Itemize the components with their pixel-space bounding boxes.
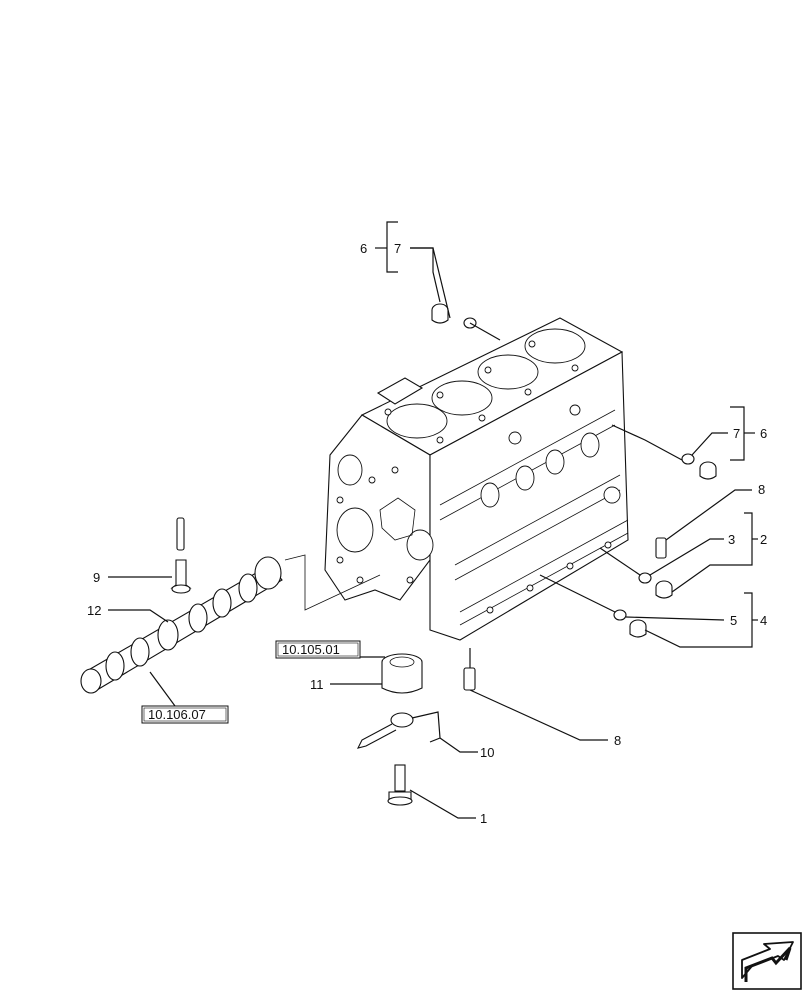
callout-3: 3 [728,532,735,547]
callout-6-right: 6 [760,426,767,441]
plug-2 [655,580,673,599]
reference-box-camshaft[interactable]: 10.106.07 [141,705,229,724]
navigate-next-page-arrow-icon[interactable] [732,932,802,990]
camshaft [80,556,283,694]
callout-8-bottom: 8 [614,733,621,748]
callout-4: 4 [760,613,767,628]
dowel-top [655,537,667,559]
callout-7-top: 7 [394,241,401,256]
dowel-bottom [463,667,476,691]
plug-right [699,461,717,480]
oil-nozzle [356,711,441,749]
seal-ring-5 [613,609,627,621]
tappet-pushrod [170,517,192,594]
callout-2: 2 [760,532,767,547]
callout-10: 10 [480,745,494,760]
callout-9: 9 [93,570,100,585]
seal-ring-right [681,453,695,465]
reference-box-piston[interactable]: 10.105.01 [275,640,361,659]
seal-ring-3 [638,572,652,584]
engine-block [284,317,629,641]
callout-5: 5 [730,613,737,628]
plug-4 [629,619,647,638]
piston-reference-label: 10.105.01 [282,642,340,657]
bolt [387,764,413,806]
callout-labels: 6 7 7 6 8 3 2 5 4 8 9 12 11 10 1 [87,241,767,826]
callout-8-top: 8 [758,482,765,497]
callout-12: 12 [87,603,101,618]
callout-6-top: 6 [360,241,367,256]
leader-lines [108,221,758,819]
callout-11: 11 [310,677,324,692]
callout-7-right: 7 [733,426,740,441]
plug-top [431,303,449,324]
sleeve-part [381,653,423,694]
callout-1: 1 [480,811,487,826]
camshaft-reference-label: 10.106.07 [148,707,206,722]
